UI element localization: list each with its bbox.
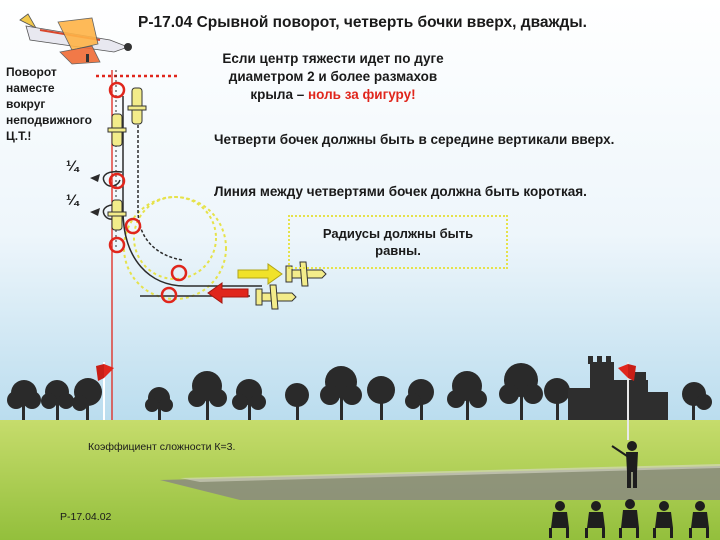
- tree: [41, 380, 74, 420]
- marker-circle: [124, 217, 142, 235]
- rule-arc-line: крыла – ноль за фигуру!: [188, 86, 478, 104]
- flag-left: [96, 362, 114, 420]
- radius-note-line: Радиусы должны быть: [322, 226, 474, 241]
- rule-arc-diameter: Если центр тяжести идет по дуге диаметро…: [188, 50, 478, 104]
- tree: [544, 378, 570, 420]
- arrow-red-icon: [207, 282, 249, 304]
- tree: [447, 371, 487, 420]
- pilot: [611, 441, 638, 488]
- flight-path-inner: [137, 100, 183, 261]
- tree: [285, 383, 309, 420]
- spectators: [549, 499, 709, 538]
- rotation-note: Поворот наместе вокруг неподвижного Ц.Т.…: [6, 64, 96, 144]
- radius-note-line: равны.: [375, 243, 421, 258]
- marker-circle: [170, 264, 188, 282]
- rule-quarter-rolls: Четверти бочек должны быть в середине ве…: [214, 132, 615, 147]
- tree: [499, 363, 543, 420]
- plane-vertical-icon: [127, 87, 147, 125]
- tree: [405, 379, 434, 420]
- rotation-note-line: наместе: [6, 81, 55, 95]
- rule-arc-line: Если центр тяжести идет по дуге: [222, 51, 444, 66]
- figure-code: Р-17.04.02: [60, 511, 112, 523]
- radius-note-box: Радиусы должны быть равны.: [288, 215, 508, 269]
- rule-arc-text: крыла –: [250, 87, 308, 102]
- zero-score-warning: ноль за фигуру!: [308, 87, 416, 102]
- tree: [232, 379, 266, 420]
- spectator: [619, 499, 639, 538]
- runway: [160, 466, 720, 500]
- radius-guide-circle: [133, 196, 217, 280]
- quarter-roll-label: ¼: [66, 192, 79, 209]
- marker-circle: [108, 236, 126, 254]
- tree: [145, 387, 173, 420]
- plane-horizontal-icon: [255, 284, 297, 310]
- flag-right: [618, 362, 636, 440]
- tree-line: [7, 363, 712, 420]
- arrow-yellow-icon: [237, 263, 283, 285]
- rule-short-line: Линия между четвертями бочек должна быть…: [214, 184, 587, 199]
- tree: [682, 382, 712, 420]
- plane-vertical-icon: [107, 199, 127, 231]
- quarter-roll-arrow-icon: [90, 208, 100, 216]
- tree: [7, 380, 41, 420]
- castle: [568, 356, 668, 422]
- spectator: [689, 501, 709, 538]
- difficulty-coefficient: Коэффициент сложности К=3.: [88, 441, 236, 453]
- page-title: Р-17.04 Срывной поворот, четверть бочки …: [138, 14, 587, 31]
- tree: [367, 376, 395, 420]
- rotation-note-line: вокруг: [6, 97, 46, 111]
- spectator: [585, 501, 605, 538]
- runway-edge: [180, 464, 720, 482]
- rotation-note-line: Ц.Т.!: [6, 129, 32, 143]
- marker-circle: [108, 81, 126, 99]
- plane-vertical-icon: [107, 113, 127, 147]
- spectator: [653, 501, 673, 538]
- aerobatic-plane-logo: [19, 13, 132, 65]
- quarter-roll-curl-icon: [102, 170, 123, 187]
- flight-path-outer: [122, 96, 262, 287]
- marker-circle: [108, 172, 126, 190]
- marker-circle: [160, 286, 178, 304]
- tree: [72, 378, 102, 420]
- tree: [320, 366, 362, 420]
- quarter-roll-arrow-icon: [90, 174, 100, 182]
- plane-horizontal-icon: [285, 261, 327, 287]
- rotation-note-line: неподвижного: [6, 113, 92, 127]
- tree: [188, 371, 227, 420]
- rule-arc-line: диаметром 2 и более размахов: [228, 69, 438, 84]
- rotation-note-line: Поворот: [6, 65, 57, 79]
- spectator: [549, 501, 569, 538]
- quarter-roll-label: ¼: [66, 158, 79, 175]
